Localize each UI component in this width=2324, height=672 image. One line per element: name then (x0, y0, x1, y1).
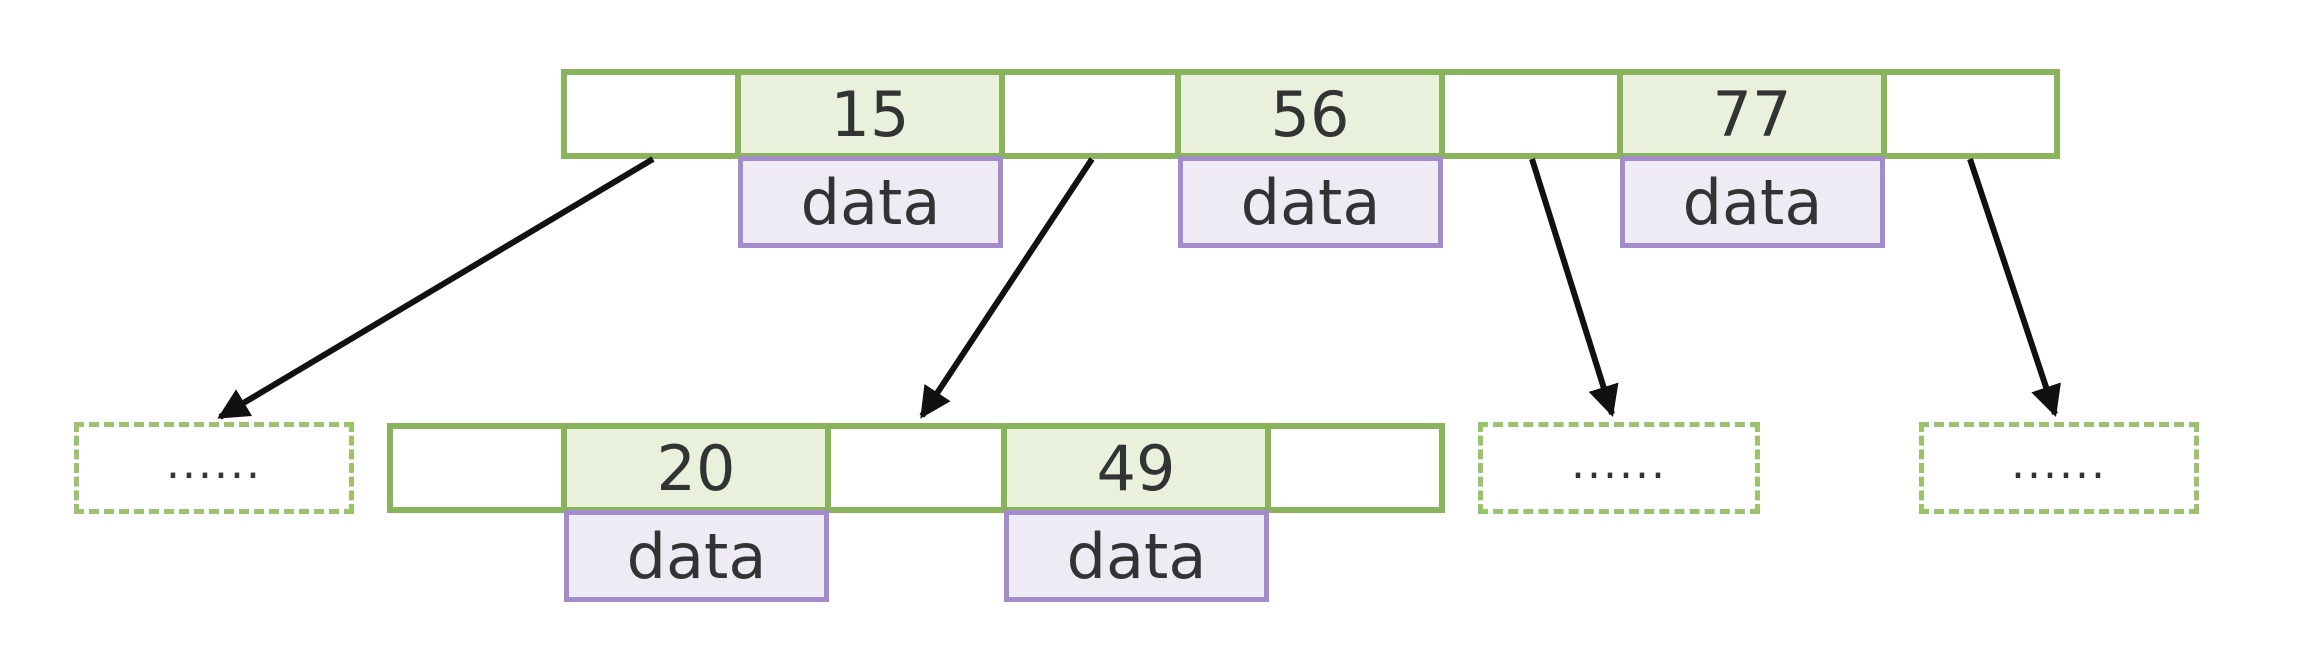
placeholder-node-left: ...... (74, 422, 354, 514)
child-data-1: data (564, 510, 829, 602)
placeholder-node-right: ...... (1919, 422, 2199, 514)
child-data-2: data (1004, 510, 1269, 602)
root-key-3: 77 (1617, 69, 1887, 159)
child-pointer-2 (825, 423, 1007, 513)
arrow-to-left-placeholder (217, 156, 655, 420)
root-data-2: data (1178, 156, 1443, 248)
child-pointer-3 (1265, 423, 1445, 513)
root-data-1: data (738, 156, 1003, 248)
arrow-to-right-placeholder (1967, 158, 2061, 417)
arrow-to-child-node (919, 157, 1095, 419)
arrow-to-middle-placeholder (1529, 158, 1619, 417)
root-pointer-3 (1439, 69, 1623, 159)
root-key-1: 15 (735, 69, 1005, 159)
root-key-2: 56 (1175, 69, 1445, 159)
placeholder-node-middle: ...... (1478, 422, 1760, 514)
root-data-3: data (1620, 156, 1885, 248)
root-pointer-2 (999, 69, 1181, 159)
child-key-1: 20 (561, 423, 831, 513)
root-pointer-4 (1881, 69, 2060, 159)
root-pointer-1 (561, 69, 741, 159)
